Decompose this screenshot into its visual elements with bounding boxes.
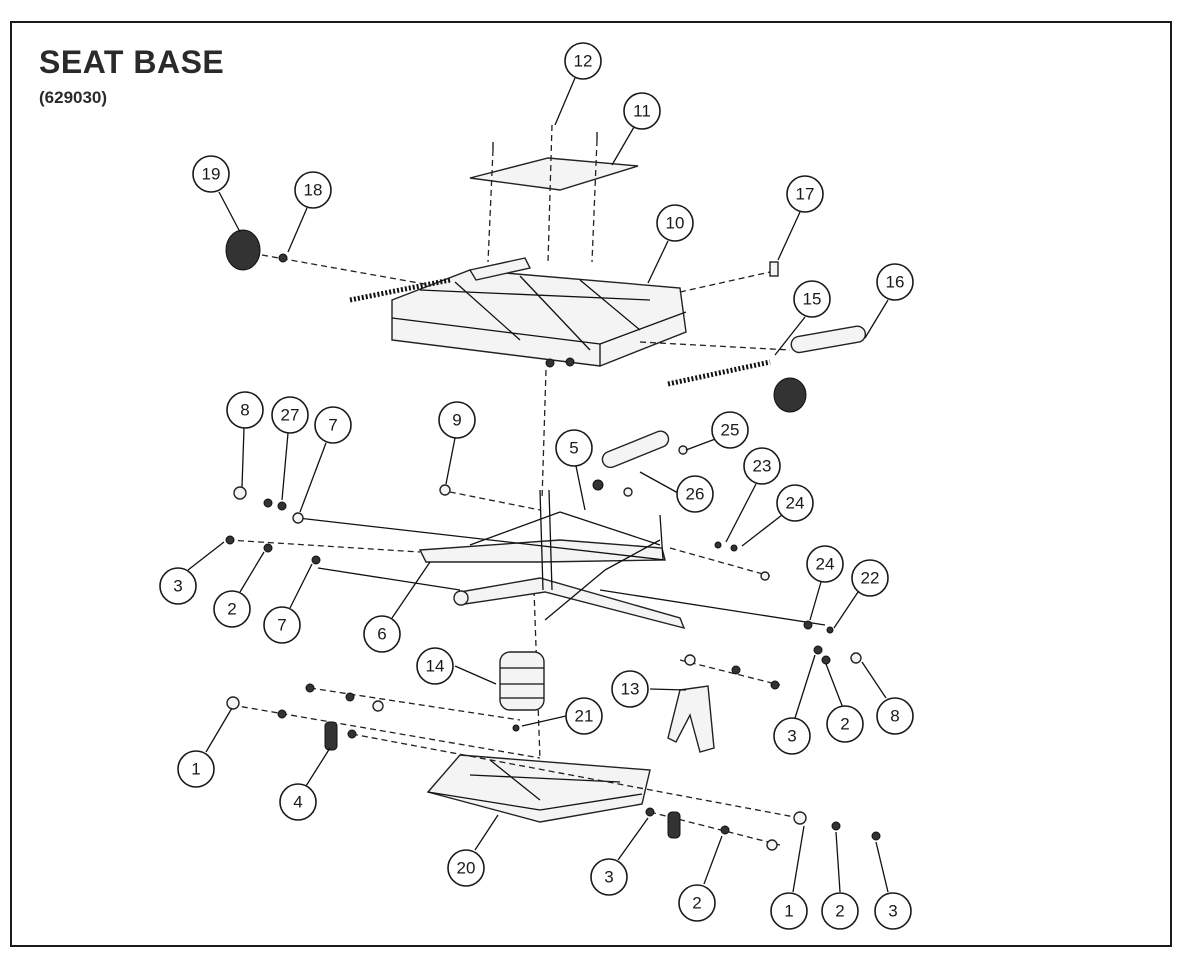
svg-text:1: 1 bbox=[191, 760, 200, 779]
svg-text:23: 23 bbox=[753, 457, 772, 476]
callout-8-top: 8 bbox=[226, 391, 264, 429]
seat-frame bbox=[391, 269, 687, 367]
callout-11: 11 bbox=[623, 92, 661, 130]
seat-frame-assembly bbox=[225, 229, 867, 413]
callout-13: 13 bbox=[611, 670, 649, 708]
svg-text:2: 2 bbox=[692, 894, 701, 913]
svg-text:25: 25 bbox=[721, 421, 740, 440]
diagram-title: SEAT BASE bbox=[39, 44, 225, 80]
air-spring bbox=[499, 651, 545, 711]
adjustment-knob-right bbox=[773, 377, 807, 413]
svg-text:5: 5 bbox=[569, 439, 578, 458]
fasteners bbox=[225, 445, 881, 851]
callout-21: 21 bbox=[565, 697, 603, 735]
callout-14: 14 bbox=[416, 647, 454, 685]
svg-text:7: 7 bbox=[328, 416, 337, 435]
callout-2-bottom-right: 2 bbox=[821, 892, 859, 930]
svg-text:15: 15 bbox=[803, 290, 822, 309]
diagram-frame bbox=[10, 21, 1172, 947]
callout-16: 16 bbox=[876, 263, 914, 301]
callout-leaders bbox=[187, 77, 889, 893]
callout-1-left: 1 bbox=[177, 750, 215, 788]
callout-2-bottom: 2 bbox=[678, 884, 716, 922]
svg-text:14: 14 bbox=[426, 657, 445, 676]
svg-text:3: 3 bbox=[604, 868, 613, 887]
callout-12: 12 bbox=[564, 42, 602, 80]
callout-22: 22 bbox=[851, 559, 889, 597]
svg-text:9: 9 bbox=[452, 411, 461, 430]
callout-17: 17 bbox=[786, 175, 824, 213]
part-number: (629030) bbox=[39, 88, 108, 107]
air-spring-assembly bbox=[499, 651, 545, 711]
callout-7-left: 7 bbox=[263, 606, 301, 644]
svg-text:16: 16 bbox=[886, 273, 905, 292]
svg-text:3: 3 bbox=[888, 902, 897, 921]
svg-text:11: 11 bbox=[633, 102, 651, 121]
svg-text:8: 8 bbox=[890, 707, 899, 726]
callout-1-bottom: 1 bbox=[770, 892, 808, 930]
callout-26: 26 bbox=[676, 475, 714, 513]
cross-tube-lower bbox=[459, 577, 686, 630]
rod bbox=[790, 325, 867, 354]
callout-8-right: 8 bbox=[876, 697, 914, 735]
svg-text:20: 20 bbox=[457, 859, 476, 878]
callout-24-upper: 24 bbox=[776, 484, 814, 522]
svg-text:17: 17 bbox=[796, 185, 815, 204]
svg-text:3: 3 bbox=[787, 727, 796, 746]
svg-text:18: 18 bbox=[304, 181, 323, 200]
callout-7-top: 7 bbox=[314, 406, 352, 444]
callout-3-right: 3 bbox=[773, 717, 811, 755]
svg-text:7: 7 bbox=[277, 616, 286, 635]
callout-5: 5 bbox=[555, 429, 593, 467]
svg-text:10: 10 bbox=[666, 214, 685, 233]
svg-text:4: 4 bbox=[293, 793, 302, 812]
callout-23: 23 bbox=[743, 447, 781, 485]
gas-spring bbox=[601, 430, 670, 469]
scissor-mechanism bbox=[227, 430, 826, 686]
top-plate-assembly bbox=[469, 124, 639, 263]
lever-assembly bbox=[667, 685, 715, 753]
svg-text:27: 27 bbox=[281, 406, 300, 425]
svg-text:21: 21 bbox=[575, 707, 594, 726]
lever bbox=[667, 685, 715, 753]
base-plate bbox=[426, 754, 651, 823]
svg-text:24: 24 bbox=[786, 494, 805, 513]
callout-20: 20 bbox=[447, 849, 485, 887]
svg-text:3: 3 bbox=[173, 577, 182, 596]
svg-text:24: 24 bbox=[816, 555, 835, 574]
base-assembly bbox=[226, 687, 801, 846]
callout-15: 15 bbox=[793, 280, 831, 318]
svg-text:13: 13 bbox=[621, 680, 640, 699]
callout-19: 19 bbox=[192, 155, 230, 193]
svg-text:6: 6 bbox=[377, 625, 386, 644]
callout-24-lower: 24 bbox=[806, 545, 844, 583]
callout-3-bottom-right: 3 bbox=[874, 892, 912, 930]
callout-4: 4 bbox=[279, 783, 317, 821]
callout-9: 9 bbox=[438, 401, 476, 439]
svg-text:22: 22 bbox=[861, 569, 880, 588]
callout-2-left: 2 bbox=[213, 590, 251, 628]
callout-3-left: 3 bbox=[159, 567, 197, 605]
callout-25: 25 bbox=[711, 411, 749, 449]
svg-text:8: 8 bbox=[240, 401, 249, 420]
svg-text:26: 26 bbox=[686, 485, 705, 504]
callout-18: 18 bbox=[294, 171, 332, 209]
callout-10: 10 bbox=[656, 204, 694, 242]
svg-text:1: 1 bbox=[784, 902, 793, 921]
svg-text:2: 2 bbox=[835, 902, 844, 921]
callout-2-right: 2 bbox=[826, 705, 864, 743]
svg-text:2: 2 bbox=[227, 600, 236, 619]
adjustment-knob-left bbox=[225, 229, 261, 271]
callout-3-bottom: 3 bbox=[590, 858, 628, 896]
svg-text:2: 2 bbox=[840, 715, 849, 734]
callout-27: 27 bbox=[271, 396, 309, 434]
top-plate bbox=[469, 157, 639, 191]
svg-text:12: 12 bbox=[574, 52, 593, 71]
svg-text:19: 19 bbox=[202, 165, 221, 184]
callout-6: 6 bbox=[363, 615, 401, 653]
